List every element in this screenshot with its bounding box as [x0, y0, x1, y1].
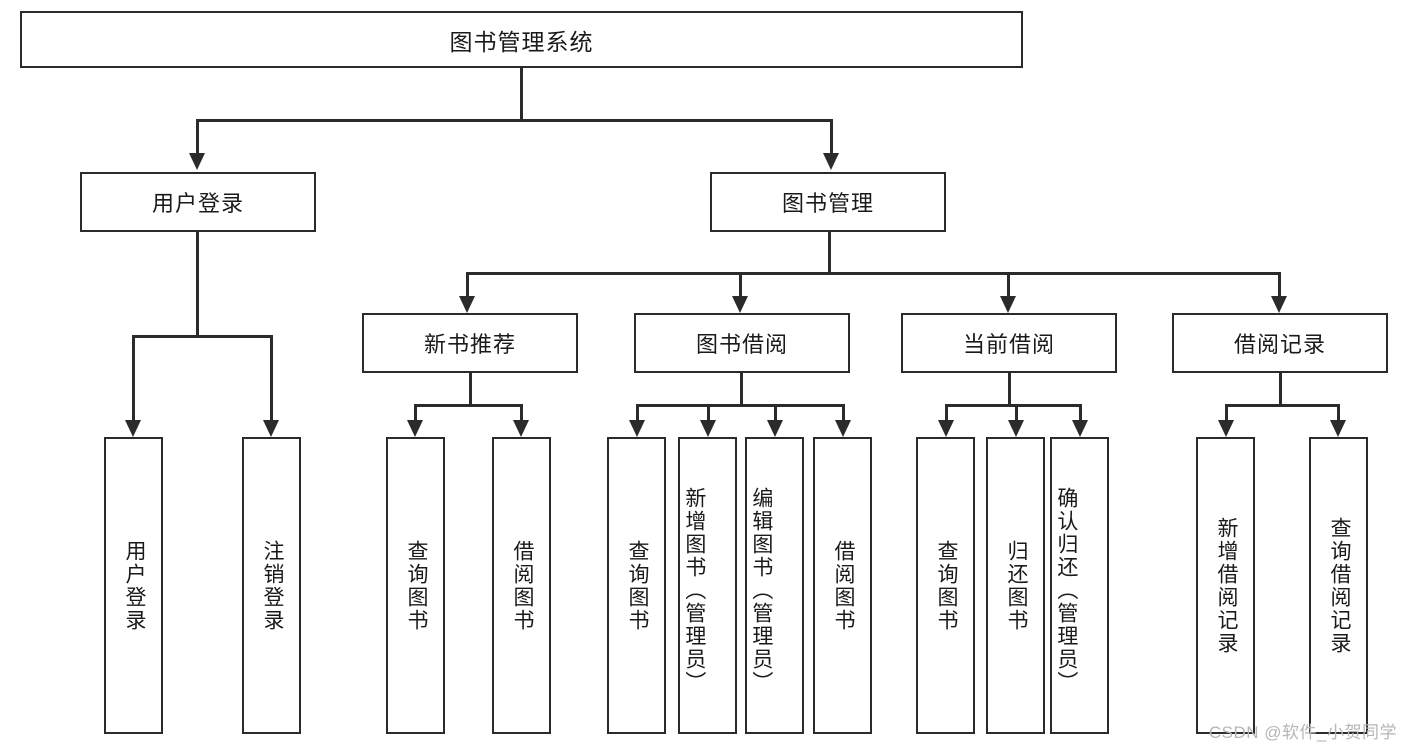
connector-drop-user-login — [196, 119, 199, 155]
leaf-label: 查询图书 — [934, 539, 958, 632]
connector-drop-bb-leaf-2 — [707, 404, 710, 422]
arrowhead-br-leaf-1 — [1218, 420, 1234, 437]
connector-current-borrow-stem — [1008, 373, 1011, 406]
arrowhead-nb-leaf-2 — [513, 420, 529, 437]
node-label: 图书借阅 — [695, 332, 788, 357]
connector-user-login-bus — [132, 335, 272, 338]
connector-drop-book-borrow — [739, 272, 742, 298]
connector-drop-cb-leaf-3 — [1079, 404, 1082, 422]
connector-new-book-bus — [414, 404, 522, 407]
leaf-label: 查询图书 — [625, 539, 649, 632]
connector-drop-borrow-record — [1278, 272, 1281, 298]
connector-drop-nb-leaf-1 — [414, 404, 417, 422]
connector-drop-leaf-user-login — [132, 335, 135, 422]
connector-user-login-stem — [196, 232, 199, 336]
leaf-bb-edit-book-admin[interactable]: 编辑图书（管理员） — [745, 437, 804, 734]
leaf-cb-query-book[interactable]: 查询图书 — [916, 437, 975, 734]
connector-root-stem — [520, 68, 523, 120]
leaf-bb-add-book-admin[interactable]: 新增图书（管理员） — [678, 437, 737, 734]
arrowhead-borrow-record — [1271, 296, 1287, 313]
leaf-label: 新增图书（管理员） — [682, 487, 706, 694]
connector-drop-br-leaf-1 — [1225, 404, 1228, 422]
leaf-br-add-record[interactable]: 新增借阅记录 — [1196, 437, 1255, 734]
connector-drop-current-borrow — [1007, 272, 1010, 298]
leaf-label: 用户登录 — [122, 539, 146, 632]
leaf-label: 新增借阅记录 — [1214, 516, 1238, 655]
arrowhead-leaf-logout — [263, 420, 279, 437]
leaf-nb-borrow-book[interactable]: 借阅图书 — [492, 437, 551, 734]
connector-book-borrow-stem — [740, 373, 743, 406]
arrowhead-user-login — [189, 153, 205, 170]
arrowhead-cb-leaf-1 — [938, 420, 954, 437]
node-label: 新书推荐 — [423, 332, 516, 357]
connector-book-management-stem — [828, 232, 831, 274]
node-label: 用户登录 — [151, 191, 244, 216]
connector-drop-bb-leaf-4 — [842, 404, 845, 422]
node-user-login[interactable]: 用户登录 — [80, 172, 316, 232]
arrowhead-cb-leaf-2 — [1008, 420, 1024, 437]
leaf-bb-borrow-book[interactable]: 借阅图书 — [813, 437, 872, 734]
connector-level3-bus — [466, 272, 1280, 275]
node-book-management[interactable]: 图书管理 — [710, 172, 946, 232]
leaf-label: 归还图书 — [1004, 539, 1028, 632]
leaf-bb-query-book[interactable]: 查询图书 — [607, 437, 666, 734]
leaf-label: 查询图书 — [404, 539, 428, 632]
node-label: 图书管理 — [781, 191, 874, 216]
leaf-label: 借阅图书 — [510, 539, 534, 632]
leaf-cb-confirm-return-admin[interactable]: 确认归还（管理员） — [1050, 437, 1109, 734]
arrowhead-bb-leaf-4 — [835, 420, 851, 437]
connector-drop-leaf-logout — [270, 335, 273, 422]
arrowhead-nb-leaf-1 — [407, 420, 423, 437]
connector-drop-cb-leaf-1 — [945, 404, 948, 422]
connector-borrow-record-bus — [1225, 404, 1339, 407]
connector-drop-book-management — [830, 119, 833, 155]
arrowhead-book-management — [823, 153, 839, 170]
arrowhead-new-book — [459, 296, 475, 313]
arrowhead-current-borrow — [1000, 296, 1016, 313]
leaf-logout[interactable]: 注销登录 — [242, 437, 301, 734]
connector-drop-bb-leaf-3 — [774, 404, 777, 422]
arrowhead-bb-leaf-2 — [700, 420, 716, 437]
watermark-text: CSDN @软件_小贺同学 — [1208, 723, 1397, 742]
arrowhead-cb-leaf-3 — [1072, 420, 1088, 437]
leaf-label: 借阅图书 — [831, 539, 855, 632]
node-book-borrow[interactable]: 图书借阅 — [634, 313, 850, 373]
arrowhead-leaf-user-login — [125, 420, 141, 437]
leaf-cb-return-book[interactable]: 归还图书 — [986, 437, 1045, 734]
leaf-label: 注销登录 — [260, 539, 284, 632]
connector-drop-nb-leaf-2 — [520, 404, 523, 422]
arrowhead-bb-leaf-1 — [629, 420, 645, 437]
connector-drop-bb-leaf-1 — [636, 404, 639, 422]
connector-level2-bus — [196, 119, 833, 122]
connector-drop-br-leaf-2 — [1337, 404, 1340, 422]
connector-book-borrow-bus — [636, 404, 844, 407]
leaf-label: 查询借阅记录 — [1327, 516, 1351, 655]
arrowhead-book-borrow — [732, 296, 748, 313]
connector-new-book-stem — [469, 373, 472, 406]
node-label: 当前借阅 — [962, 332, 1055, 357]
node-root-book-management-system[interactable]: 图书管理系统 — [20, 11, 1023, 68]
leaf-br-query-record[interactable]: 查询借阅记录 — [1309, 437, 1368, 734]
connector-drop-cb-leaf-2 — [1015, 404, 1018, 422]
node-current-borrow[interactable]: 当前借阅 — [901, 313, 1117, 373]
leaf-label: 编辑图书（管理员） — [749, 487, 773, 694]
arrowhead-bb-leaf-3 — [767, 420, 783, 437]
connector-borrow-record-stem — [1279, 373, 1282, 406]
node-label: 图书管理系统 — [449, 28, 594, 55]
leaf-label: 确认归还（管理员） — [1054, 487, 1078, 694]
leaf-user-login[interactable]: 用户登录 — [104, 437, 163, 734]
leaf-nb-query-book[interactable]: 查询图书 — [386, 437, 445, 734]
node-label: 借阅记录 — [1233, 332, 1326, 357]
node-borrow-record[interactable]: 借阅记录 — [1172, 313, 1388, 373]
connector-current-borrow-bus — [945, 404, 1079, 407]
connector-drop-new-book — [466, 272, 469, 298]
node-new-book-recommend[interactable]: 新书推荐 — [362, 313, 578, 373]
arrowhead-br-leaf-2 — [1330, 420, 1346, 437]
